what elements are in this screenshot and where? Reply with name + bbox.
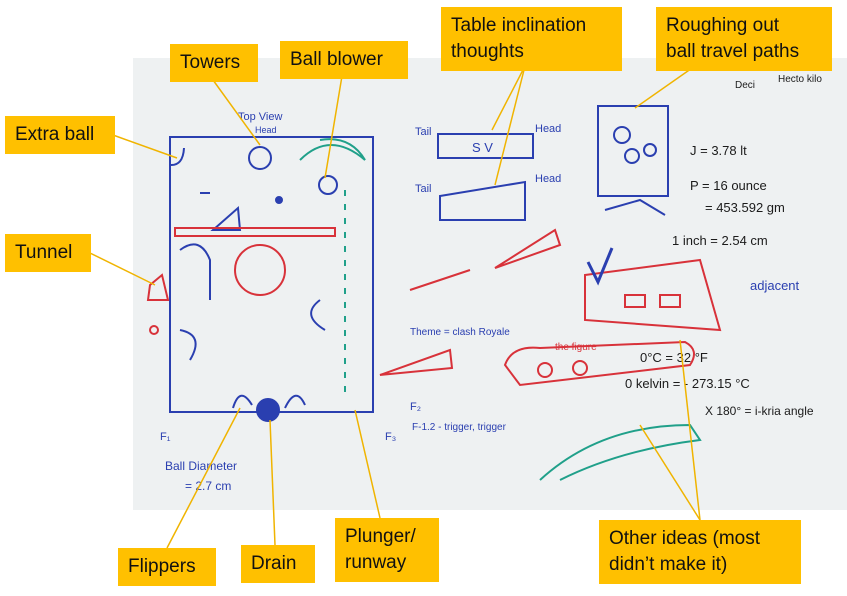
callout-drain: Drain — [241, 545, 315, 583]
callout-ball-blower: Ball blower — [280, 41, 408, 79]
note-top-view: Top View — [238, 111, 282, 123]
callout-other-line2: didn’t make it) — [609, 554, 728, 575]
note-deci: Deci — [735, 80, 755, 91]
callout-ball-blower-label: Ball blower — [290, 49, 383, 70]
callout-plunger-line1: Plunger/ — [345, 526, 416, 547]
note-grams: = 453.592 gm — [705, 200, 785, 215]
inclination-sketches — [437, 133, 534, 221]
note-f1: F₁ — [160, 431, 171, 443]
note-ball-diameter: Ball Diameter — [165, 459, 237, 473]
callout-flippers-label: Flippers — [128, 556, 196, 577]
callout-roughing-line1: Roughing out — [666, 15, 780, 36]
callout-roughing-paths: Roughing out ball travel paths — [656, 7, 832, 71]
note-figure: the figure — [555, 342, 597, 353]
note-p-value: P = 16 ounce — [690, 178, 767, 193]
note-head-1: Head — [535, 123, 561, 135]
note-f3: F₃ — [385, 431, 396, 443]
note-f2: F₂ — [410, 401, 421, 413]
note-adjacent: adjacent — [750, 278, 800, 293]
note-theme: Theme = clash Royale — [410, 327, 510, 338]
ball-path-sketch — [597, 105, 669, 216]
callout-towers: Towers — [170, 44, 258, 82]
note-head-2: Head — [535, 173, 561, 185]
callout-other-ideas: Other ideas (most didn’t make it) — [599, 520, 801, 584]
note-kelvin: 0 kelvin = - 273.15 °C — [625, 376, 750, 391]
red-sketch-marks — [146, 227, 722, 387]
note-zero-c: 0°C = 32 °F — [640, 350, 708, 365]
callout-extra-ball-label: Extra ball — [15, 124, 95, 145]
callout-tunnel-label: Tunnel — [15, 242, 73, 263]
callout-extra-ball: Extra ball — [5, 116, 115, 154]
callout-plunger-line2: runway — [345, 552, 407, 573]
note-ball-diameter-value: = 2.7 cm — [185, 479, 231, 493]
callout-towers-label: Towers — [180, 52, 241, 73]
callout-table-inclination-line2: thoughts — [451, 41, 524, 62]
callout-flippers: Flippers — [118, 548, 216, 586]
callout-drain-label: Drain — [251, 553, 297, 574]
note-angle: X 180° = i-kria angle — [705, 404, 814, 418]
note-hecto: Hecto kilo — [778, 74, 822, 85]
table-top-view-sketch — [169, 136, 374, 422]
callout-leaders — [89, 65, 701, 549]
callout-table-inclination: Table inclination thoughts — [441, 7, 622, 71]
note-trigger: F-1.2 - trigger, trigger — [412, 422, 507, 433]
note-j-value: J = 3.78 lt — [690, 143, 747, 158]
note-tail-1: Tail — [415, 126, 432, 138]
note-tail-2: Tail — [415, 183, 432, 195]
callout-roughing-line2: ball travel paths — [666, 41, 800, 62]
callout-plunger-runway: Plunger/ runway — [335, 518, 439, 582]
callout-other-line1: Other ideas (most — [609, 528, 760, 549]
callout-tunnel: Tunnel — [5, 234, 91, 272]
note-head: Head — [255, 125, 277, 135]
callout-table-inclination-line1: Table inclination — [451, 15, 587, 36]
note-inch: 1 inch = 2.54 cm — [672, 233, 768, 248]
note-sv: S V — [472, 140, 493, 155]
